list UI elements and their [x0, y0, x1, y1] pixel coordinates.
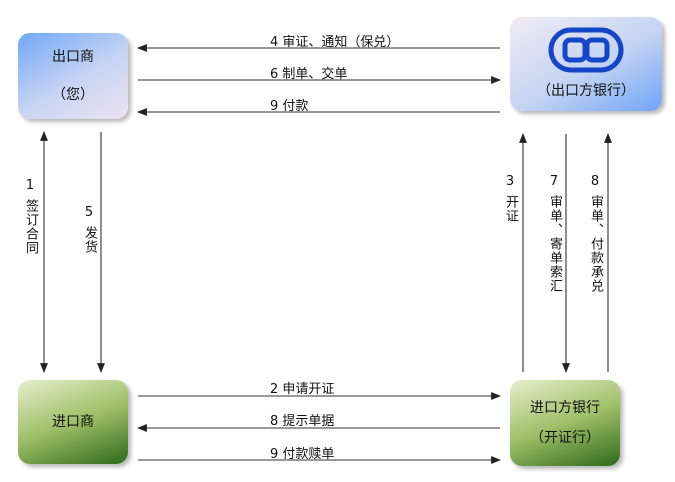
flow-label-3: 3 开证 — [503, 174, 518, 223]
exporter-subtitle: （您） — [52, 87, 94, 103]
flow-label-5-num: 5 — [84, 205, 94, 220]
flow-label-5: 5 发货 — [82, 205, 97, 254]
flow-label-9b: 9 付款赎单 — [270, 447, 335, 462]
flow-label-8a: 8 提示单据 — [270, 414, 335, 429]
flow-label-1: 1 签订合同 — [23, 178, 38, 255]
exporter-node: 出口商 （您） — [18, 33, 128, 119]
importer-node: 进口商 — [18, 380, 128, 464]
flow-label-5-text: 发货 — [82, 226, 97, 254]
flow-label-7: 7 审单、寄单索汇 — [547, 174, 562, 293]
flow-label-9a: 9 付款 — [270, 99, 309, 114]
bank-logo-icon — [548, 27, 624, 73]
exporter-bank-title: （出口方银行） — [537, 83, 635, 99]
importer-title: 进口商 — [52, 414, 94, 430]
flow-label-8b: 8 审单、付款承兑 — [588, 174, 603, 293]
flow-label-4: 4 审证、通知（保兑） — [270, 35, 400, 50]
flow-label-8b-num: 8 — [590, 174, 600, 189]
importer-bank-title: 进口方银行 — [530, 400, 600, 416]
flow-label-7-num: 7 — [549, 174, 559, 189]
flow-label-7-text: 审单、寄单索汇 — [547, 195, 562, 293]
flow-label-2: 2 申请开证 — [270, 382, 335, 397]
exporter-title: 出口商 — [52, 49, 94, 65]
flow-label-3-text: 开证 — [503, 195, 518, 223]
flow-label-1-text: 签订合同 — [23, 199, 38, 255]
flow-label-3-num: 3 — [505, 174, 515, 189]
flow-label-1-num: 1 — [25, 178, 35, 193]
importer-bank-subtitle: （开证行） — [530, 430, 600, 446]
exporter-bank-node: （出口方银行） — [510, 17, 662, 111]
flow-label-6: 6 制单、交单 — [270, 67, 348, 82]
importer-bank-node: 进口方银行 （开证行） — [510, 380, 620, 466]
flow-label-8b-text: 审单、付款承兑 — [588, 195, 603, 293]
